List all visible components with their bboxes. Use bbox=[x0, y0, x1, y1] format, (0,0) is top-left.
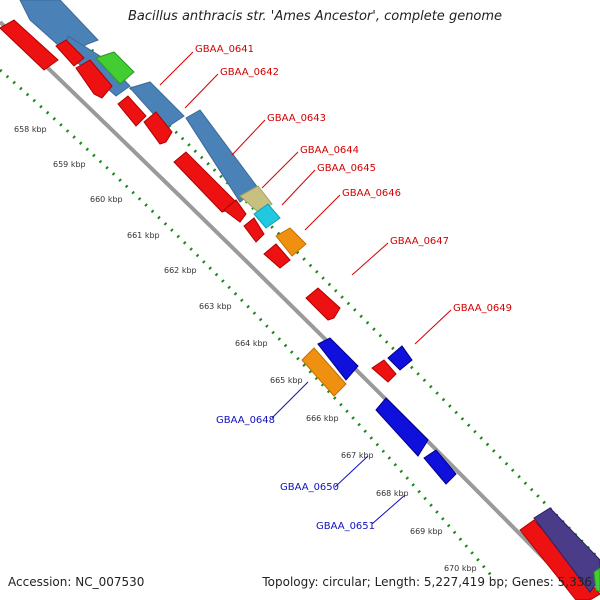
gene-label-0643: GBAA_0643 bbox=[267, 113, 326, 124]
gene-label-0647: GBAA_0647 bbox=[390, 236, 449, 247]
cds-red-0647 bbox=[305, 287, 341, 321]
cds-red-8 bbox=[243, 217, 265, 243]
outer-tick-ring bbox=[38, 0, 600, 562]
cds-orange-0648 bbox=[301, 347, 347, 397]
genome-backbone bbox=[0, 20, 587, 600]
cds-blue-0651 bbox=[423, 449, 457, 485]
inner-tick-ring bbox=[0, 68, 497, 581]
leader-0647 bbox=[351, 242, 389, 276]
tick-label-670: 670 kbp bbox=[444, 564, 477, 573]
cds-green bbox=[95, 51, 135, 85]
cds-red-3 bbox=[75, 59, 113, 99]
leader-0645 bbox=[281, 169, 316, 206]
leader-0648 bbox=[271, 381, 309, 419]
genome-summary: Topology: circular; Length: 5,227,419 bp… bbox=[262, 575, 592, 589]
cds-red-5 bbox=[143, 111, 173, 145]
leader-0646 bbox=[304, 194, 341, 231]
cds-red-bottom bbox=[519, 519, 600, 600]
cds-orange-0646 bbox=[275, 227, 307, 257]
gene-label-0642: GBAA_0642 bbox=[220, 67, 279, 78]
leader-0649 bbox=[414, 309, 452, 345]
cds-purple-bottom bbox=[533, 507, 600, 593]
cds-blue-0650 bbox=[375, 397, 429, 457]
tick-label-661: 661 kbp bbox=[127, 231, 160, 240]
tick-label-663: 663 kbp bbox=[199, 302, 232, 311]
leader-0642 bbox=[184, 73, 219, 109]
cds-red-1 bbox=[0, 19, 59, 71]
gene-label-0641: GBAA_0641 bbox=[195, 44, 254, 55]
tick-label-662: 662 kbp bbox=[164, 266, 197, 275]
tick-label-667: 667 kbp bbox=[341, 451, 374, 460]
leader-0641 bbox=[159, 51, 194, 86]
cds-green-bottom bbox=[593, 567, 600, 593]
cds-red-4 bbox=[117, 95, 147, 127]
gene-label-0646: GBAA_0646 bbox=[342, 188, 401, 199]
gene-label-0650: GBAA_0650 bbox=[280, 482, 339, 493]
cds-red-2 bbox=[55, 39, 85, 67]
tick-label-665: 665 kbp bbox=[270, 376, 303, 385]
tick-label-669: 669 kbp bbox=[410, 527, 443, 536]
tick-label-666: 666 kbp bbox=[306, 414, 339, 423]
tick-label-664: 664 kbp bbox=[235, 339, 268, 348]
gene-label-0649: GBAA_0649 bbox=[453, 303, 512, 314]
tick-label-668: 668 kbp bbox=[376, 489, 409, 498]
cds-red-7 bbox=[223, 199, 247, 223]
cds-red-0649 bbox=[371, 359, 397, 383]
tick-label-660: 660 kbp bbox=[90, 195, 123, 204]
cds-red-9 bbox=[263, 243, 291, 269]
leader-0650 bbox=[334, 455, 369, 488]
gene-label-0651: GBAA_0651 bbox=[316, 521, 375, 532]
cds-khaki bbox=[239, 185, 273, 213]
gene-label-0644: GBAA_0644 bbox=[300, 145, 359, 156]
tick-label-659: 659 kbp bbox=[53, 160, 86, 169]
gene-label-0645: GBAA_0645 bbox=[317, 163, 376, 174]
cds-blue-0649 bbox=[387, 345, 413, 371]
map-title: Bacillus anthracis str. 'Ames Ancestor',… bbox=[127, 9, 503, 24]
cds-blue-0648 bbox=[317, 337, 359, 381]
gene-label-0648: GBAA_0648 bbox=[216, 415, 275, 426]
leader-0644 bbox=[261, 151, 299, 189]
leader-0651 bbox=[371, 494, 406, 525]
accession-label: Accession: NC_007530 bbox=[8, 575, 145, 589]
cds-cyan bbox=[253, 203, 281, 229]
tick-label-658: 658 kbp bbox=[14, 125, 47, 134]
leader-0643 bbox=[231, 119, 266, 156]
